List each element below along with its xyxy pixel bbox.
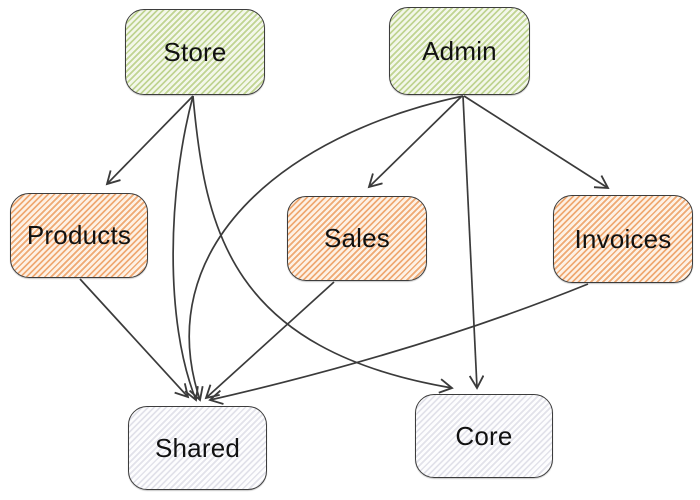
- edge-store-core: [192, 95, 452, 388]
- node-products-label: Products: [26, 220, 132, 250]
- edge-admin-sales: [369, 95, 463, 187]
- edge-admin-shared: [188, 95, 464, 400]
- edge-products-shared: [79, 278, 188, 397]
- edge-sales-shared: [206, 281, 335, 398]
- edge-store-products: [107, 95, 194, 184]
- edge-admin-invoices: [463, 95, 608, 188]
- node-products: Products: [10, 193, 148, 278]
- node-store: Store: [125, 9, 265, 95]
- node-invoices: Invoices: [553, 195, 693, 283]
- edge-admin-core: [462, 95, 477, 388]
- node-shared-label: Shared: [154, 432, 241, 463]
- node-store-label: Store: [163, 36, 227, 67]
- node-core-label: Core: [455, 420, 513, 451]
- edge-store-shared: [172, 95, 196, 400]
- node-invoices-label: Invoices: [574, 223, 672, 254]
- node-admin: Admin: [389, 7, 530, 95]
- node-admin-label: Admin: [422, 35, 497, 66]
- node-sales: Sales: [287, 196, 427, 281]
- node-core: Core: [415, 394, 553, 478]
- edge-invoices-shared: [210, 283, 589, 400]
- node-sales-label: Sales: [323, 223, 391, 253]
- node-shared: Shared: [128, 406, 267, 490]
